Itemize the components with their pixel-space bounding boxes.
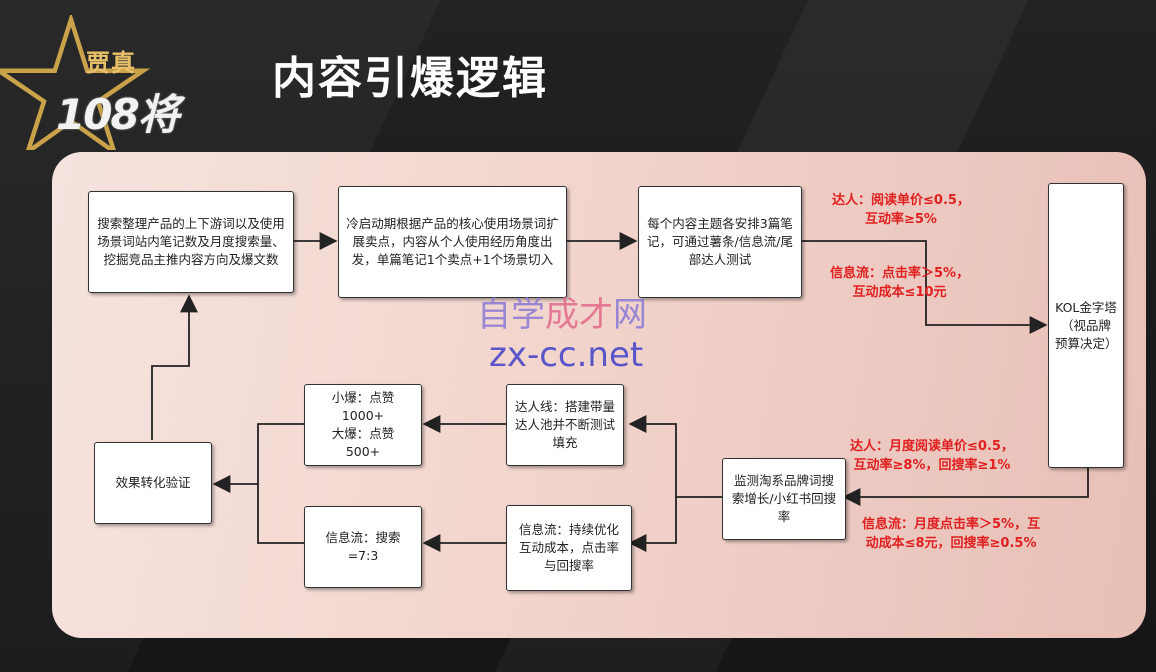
box-feed-line: 信息流：持续优化互动成本，点击率与回搜率 [506, 505, 632, 591]
box-coldstart-text: 冷启动期根据产品的核心使用场景词扩展卖点，内容从个人使用经历角度出发，单篇笔记1… [346, 216, 559, 267]
box-burst-small-value: 1000+ [341, 408, 385, 423]
box-burst-big-value: 500+ [345, 444, 381, 459]
logo: 贾真 108将 [0, 12, 210, 158]
watermark-line2: zx-cc.net [489, 335, 644, 375]
box-kol-text: KOL金字塔（视品牌预算决定） [1055, 299, 1118, 351]
box-coldstart: 冷启动期根据产品的核心使用场景词扩展卖点，内容从个人使用经历角度出发，单篇笔记1… [338, 186, 567, 298]
annotation-feed-month-line2: 动成本≤8元，回搜率≥0.5% [865, 536, 1037, 551]
box-ratio-value: =7:3 [347, 548, 379, 563]
box-search-text: 搜索整理产品的上下游词以及使用场景词站内笔记数及月度搜索量、挖掘竞品主推内容方向… [97, 216, 285, 267]
box-verify: 效果转化验证 [94, 442, 212, 524]
annotation-talent-month-line2: 互动率≥8%，回搜率≥1% [853, 458, 1011, 473]
annotation-talent-month: 达人：月度阅读单价≤0.5， 互动率≥8%，回搜率≥1% [850, 437, 1014, 475]
star-icon [0, 12, 151, 158]
box-verify-text: 效果转化验证 [115, 475, 191, 490]
annotation-feed-click-line2: 互动成本≤10元 [852, 285, 947, 300]
annotation-feed-month-line1: 信息流：月度点击率＞5%，互 [862, 517, 1041, 532]
box-feed-line-text: 信息流：持续优化互动成本，点击率与回搜率 [518, 522, 619, 573]
watermark-part-a: 自学 [477, 295, 545, 335]
box-search: 搜索整理产品的上下游词以及使用场景词站内笔记数及月度搜索量、挖掘竞品主推内容方向… [88, 191, 294, 293]
box-monitor: 监测淘系品牌词搜索增长/小红书回搜率 [722, 458, 846, 540]
box-monitor-text: 监测淘系品牌词搜索增长/小红书回搜率 [731, 473, 837, 524]
box-ratio: 信息流：搜索 =7:3 [304, 506, 422, 588]
annotation-talent-read: 达人：阅读单价≤0.5， 互动率≥5% [832, 191, 970, 229]
box-topics-text: 每个内容主题各安排3篇笔记，可通过薯条/信息流/尾部达人测试 [647, 216, 793, 267]
box-kol-line-text: 达人线：搭建带量达人池并不断测试填充 [514, 399, 615, 450]
box-ratio-label: 信息流：搜索 [325, 530, 401, 545]
box-topics: 每个内容主题各安排3篇笔记，可通过薯条/信息流/尾部达人测试 [638, 186, 802, 298]
watermark-part-b: 成才 [545, 295, 613, 335]
annotation-talent-read-line1: 达人：阅读单价≤0.5， [832, 193, 970, 208]
page-title: 内容引爆逻辑 [272, 53, 548, 104]
logo-top-text: 贾真 [86, 48, 136, 77]
annotation-talent-month-line1: 达人：月度阅读单价≤0.5， [850, 439, 1014, 454]
annotation-talent-read-line2: 互动率≥5% [864, 212, 937, 227]
watermark-line1: 自学成才网 [477, 296, 647, 334]
box-kol-pyramid: KOL金字塔（视品牌预算决定） [1048, 183, 1124, 468]
box-burst: 小爆：点赞 1000+ 大爆：点赞 500+ [304, 384, 422, 466]
logo-big-text: 108将 [56, 90, 180, 139]
annotation-feed-click-line1: 信息流：点击率＞5%， [830, 266, 970, 281]
box-burst-big-label: 大爆：点赞 [331, 426, 395, 441]
annotation-feed-month: 信息流：月度点击率＞5%，互 动成本≤8元，回搜率≥0.5% [862, 515, 1040, 553]
annotation-feed-click: 信息流：点击率＞5%， 互动成本≤10元 [830, 264, 969, 302]
box-kol-line: 达人线：搭建带量达人池并不断测试填充 [506, 384, 624, 466]
box-burst-small-label: 小爆：点赞 [331, 390, 395, 405]
watermark-part-c: 网 [613, 295, 647, 335]
